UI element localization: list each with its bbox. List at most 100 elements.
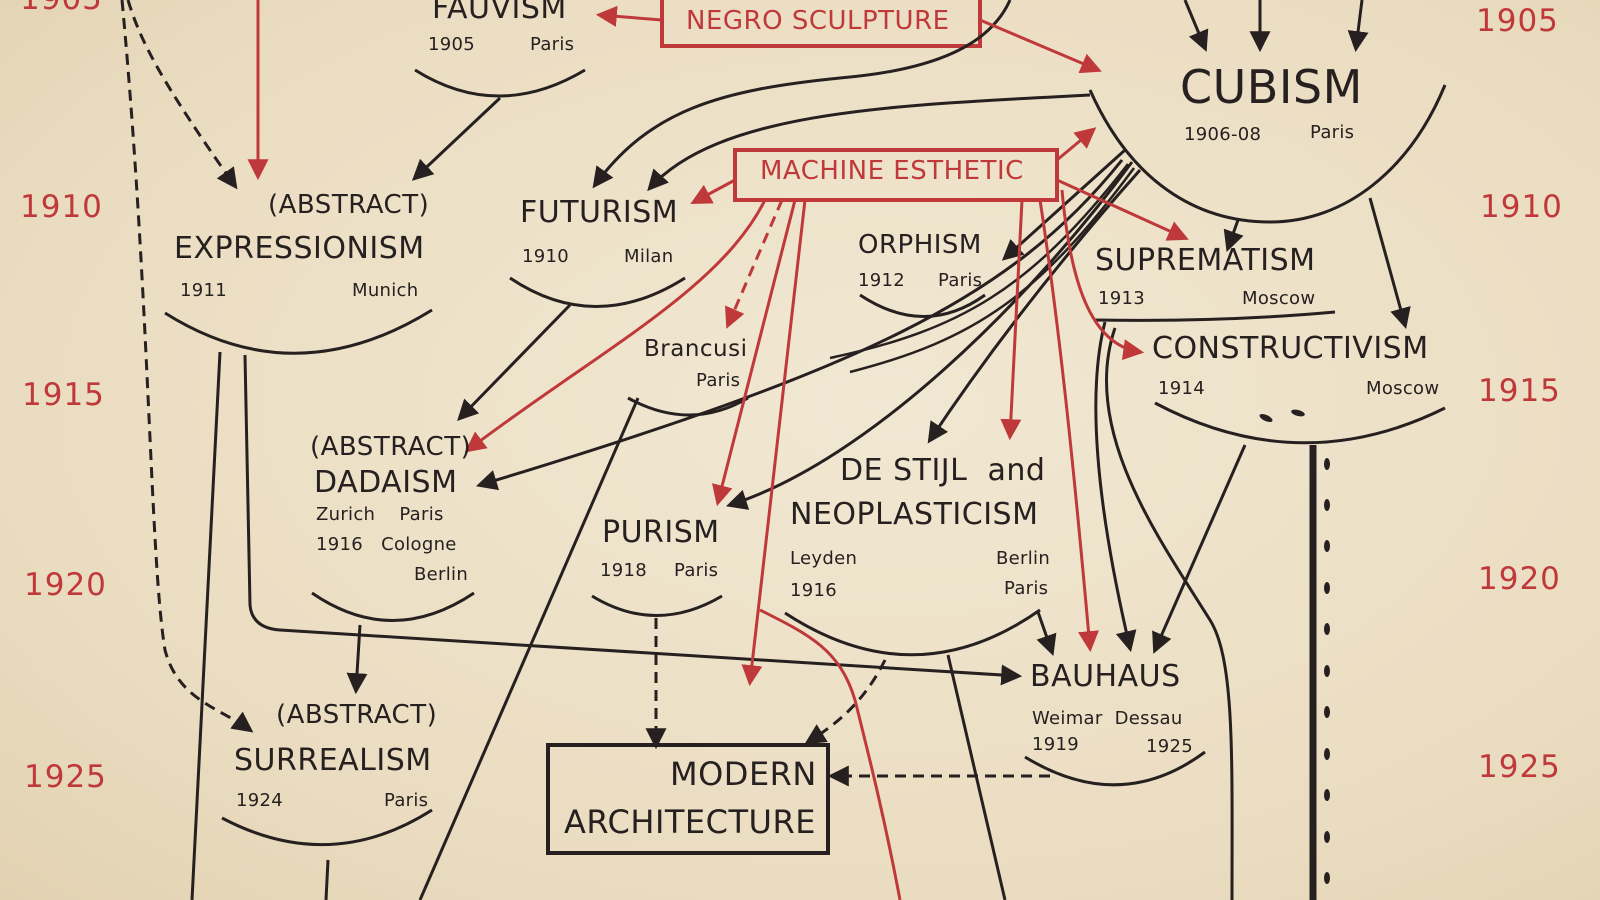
red-machine-to-brancusi: [725, 199, 784, 329]
red-machine-to-purism: [711, 199, 797, 507]
constructivism-year: 1914: [1158, 378, 1206, 399]
brancusi-name: Brancusi: [644, 336, 748, 362]
purism-year: 1918: [600, 560, 648, 581]
futurism-title: FUTURISM: [520, 195, 679, 230]
ant-mark: [1324, 748, 1330, 760]
red-long-down: [759, 608, 902, 900]
surrealism-year: 1924: [236, 790, 284, 811]
modern-architecture-box: [546, 743, 830, 855]
bundle-line-2: [849, 167, 1136, 374]
red-negro-to-fauvism: [595, 5, 663, 27]
red-machine-to-bauhaus: [1038, 199, 1099, 653]
bauhaus-year-1: 1919: [1032, 734, 1080, 755]
cubism-to-constructivism: [1368, 197, 1411, 330]
expressionism-to-bauhaus: [243, 354, 1023, 686]
fauvism-place: Paris: [530, 34, 575, 55]
orphism-title: ORPHISM: [858, 230, 982, 260]
ant-mark: [1324, 499, 1330, 511]
de-stijl-year: 1916: [790, 580, 838, 601]
top-arrow-3: [1347, 0, 1369, 53]
cubism-arc: [1088, 84, 1447, 224]
year-right-1925: 1925: [1478, 749, 1561, 785]
year-right-1905: 1905: [1476, 3, 1559, 39]
ant-mark: [1324, 789, 1330, 801]
cubism-to-suprematism: [1223, 219, 1244, 252]
surrealism-arc: [221, 808, 433, 847]
fauvism-to-expressionism: [411, 96, 502, 181]
expressionism-arc: [164, 308, 433, 355]
top-arrow-1: [1183, 0, 1209, 52]
purism-place: Paris: [674, 560, 719, 581]
de-stijl-to-bauhaus: [1036, 611, 1057, 656]
dash-top-to-surrealism: [120, 0, 254, 733]
ant-mark: [1324, 623, 1330, 635]
cubism-to-de-stijl: [927, 169, 1142, 444]
futurism-to-dadaism: [457, 303, 572, 422]
dadaism-title: DADAISM: [314, 465, 458, 500]
black-connectors: [190, 0, 1411, 900]
de-stijl-place-right-1: Berlin: [996, 548, 1051, 569]
suprematism-arc: [1094, 310, 1336, 322]
dadaism-prefix: (ABSTRACT): [310, 432, 472, 462]
de-stijl-place-left: Leyden: [790, 548, 858, 569]
year-right-1920: 1920: [1478, 561, 1561, 597]
cubism-to-orphism: [1001, 148, 1127, 261]
red-machine-to-constructivism: [1060, 189, 1145, 361]
brancusi-arc: [627, 396, 749, 417]
surrealism-place: Paris: [384, 790, 429, 811]
dadaism-places-2: 1916 Cologne: [316, 534, 457, 555]
de-stijl-title-2: NEOPLASTICISM: [790, 497, 1039, 532]
suprematism-year: 1913: [1098, 288, 1146, 309]
ant-mark: [1324, 458, 1330, 470]
constructivism-title: CONSTRUCTIVISM: [1152, 331, 1429, 366]
orphism-arc: [859, 293, 986, 318]
negro-sculpture-label: NEGRO SCULPTURE: [686, 6, 950, 36]
cubism-curve-left: [592, 0, 1012, 189]
ant-mark: [1291, 409, 1305, 417]
suprematism-place: Moscow: [1242, 288, 1316, 309]
futurism-year: 1910: [522, 246, 570, 267]
red-connectors: [247, 0, 1189, 900]
purism-title: PURISM: [602, 515, 720, 550]
purism-arc: [591, 594, 723, 617]
fauvism-title: FAUVISM: [432, 0, 567, 26]
dashed-connectors: [120, 0, 1050, 787]
modern-architecture-line-2: ARCHITECTURE: [564, 803, 816, 841]
cubism-to-futurism: [647, 93, 1091, 192]
bauhaus-arc: [1024, 750, 1206, 787]
year-right-1910: 1910: [1480, 189, 1563, 225]
year-left-1920: 1920: [24, 567, 107, 603]
red-machine-to-futurism: [690, 178, 736, 204]
expressionism-year: 1911: [180, 280, 228, 301]
suprematism-long-down: [1104, 327, 1234, 900]
constructivism-place: Moscow: [1366, 378, 1440, 399]
dadaism-arc: [311, 591, 475, 622]
futurism-arc: [509, 276, 686, 308]
surrealism-down: [324, 859, 330, 900]
expressionism-place: Munich: [352, 280, 419, 301]
dadaism-places-3: Berlin: [414, 564, 469, 585]
red-machine-to-architecture: [741, 199, 807, 687]
brancusi-place: Paris: [696, 370, 741, 391]
bundle-line-1: [829, 163, 1129, 360]
expressionism-prefix: (ABSTRACT): [268, 190, 430, 220]
surrealism-title: SURREALISM: [234, 743, 432, 778]
red-machine-to-suprematism: [1056, 178, 1189, 241]
ant-mark: [1324, 665, 1330, 677]
de-stijl-title-1: DE STIJL and: [840, 453, 1046, 488]
cubism-place: Paris: [1310, 122, 1355, 143]
dadaism-to-surrealism: [346, 624, 368, 695]
orphism-place: Paris: [938, 270, 983, 291]
cubism-bundle: [829, 163, 1136, 374]
year-left-1910: 1910: [20, 189, 103, 225]
dash-de-stijl-to-architecture: [804, 659, 887, 745]
ant-marks: [1259, 409, 1330, 884]
orphism-year: 1912: [858, 270, 906, 291]
machine-esthetic-box: [733, 148, 1059, 202]
futurism-place: Milan: [624, 246, 674, 267]
constructivism-arc: [1154, 401, 1446, 445]
year-left-1915: 1915: [22, 377, 105, 413]
red-machine-to-de-stijl: [1000, 199, 1024, 441]
